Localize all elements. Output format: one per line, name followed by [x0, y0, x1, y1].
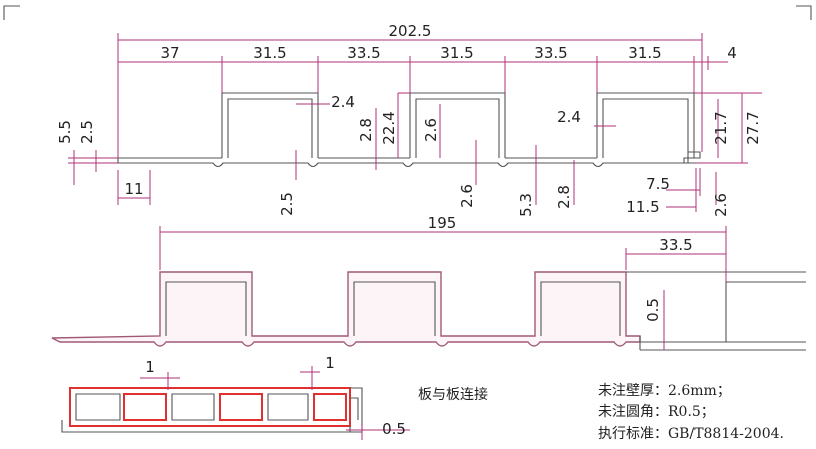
dim-mid-gap: 0.5 — [644, 298, 662, 322]
middle-dimension-lines — [159, 226, 727, 350]
bottom-dimension-lines — [140, 366, 410, 440]
dim-mid-overall: 195 — [428, 214, 457, 232]
middle-profile — [51, 271, 806, 351]
dim-bottom-11: 11 — [124, 180, 143, 198]
dim-bottom-gap: 0.5 — [382, 420, 406, 438]
label-connection: 板与板连接 — [418, 386, 488, 403]
dim-overall: 202.5 — [389, 22, 432, 40]
dim-seg-6: 31.5 — [628, 44, 661, 62]
dim-height-224: 22.4 — [380, 111, 398, 144]
dim-rib-26: 2.6 — [458, 184, 476, 208]
dim-right-26: 2.6 — [712, 193, 730, 217]
note-standard: 执行标准：GB/T8814-2004. — [598, 426, 784, 442]
dim-seg-3: 33.5 — [347, 44, 380, 62]
dim-seg-1: 37 — [160, 44, 179, 62]
dim-mid-right-box: 33.5 — [659, 236, 692, 254]
dim-rib-28: 2.8 — [357, 118, 375, 142]
dim-wall-24-b: 2.4 — [557, 108, 581, 126]
dim-rib-25: 2.5 — [278, 192, 296, 216]
dim-offset-75: 7.5 — [646, 175, 670, 193]
dim-rib-28-b: 2.8 — [555, 185, 573, 209]
note-wall-thickness: 未注壁厚：2.6mm； — [598, 383, 731, 399]
top-profile — [117, 92, 701, 168]
dim-left-25: 2.5 — [78, 120, 96, 144]
dim-bottom-left-1: 1 — [145, 358, 155, 376]
dim-seg-5: 33.5 — [534, 44, 567, 62]
dim-seg-4: 31.5 — [440, 44, 473, 62]
frame-corner-tr — [796, 5, 812, 20]
dim-offset-115: 11.5 — [626, 198, 659, 216]
top-dimension-lines — [68, 33, 762, 212]
dim-wall-26-a: 2.6 — [422, 118, 440, 142]
bottom-assembly — [61, 387, 363, 433]
note-fillet-radius: 未注圆角：R0.5； — [598, 404, 715, 420]
dim-height-277: 27.7 — [744, 111, 762, 144]
dim-bottom-right-1: 1 — [325, 354, 335, 372]
dim-seg-2: 31.5 — [253, 44, 286, 62]
dim-seg-7: 4 — [727, 44, 737, 62]
dim-left-55: 5.5 — [56, 120, 74, 144]
dim-rib-53: 5.3 — [517, 193, 535, 217]
dim-height-217: 21.7 — [712, 111, 730, 144]
frame-corner-tl — [3, 5, 20, 20]
dim-wall-24-a: 2.4 — [331, 93, 355, 111]
